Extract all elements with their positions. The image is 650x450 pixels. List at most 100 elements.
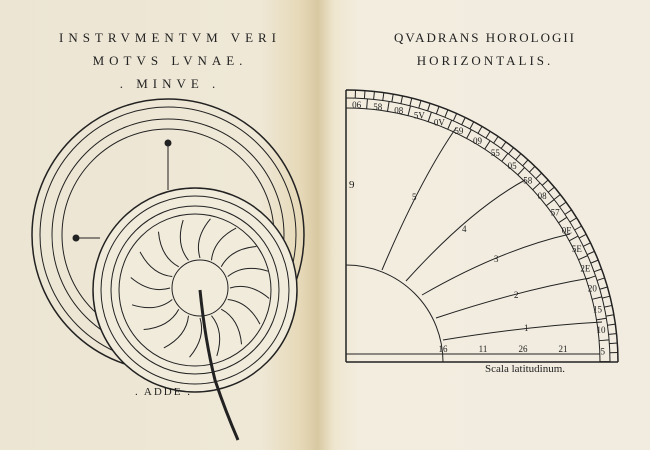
- scale-caption: Scala latitudinum.: [485, 363, 566, 375]
- sun-ray: [157, 231, 180, 268]
- arc-scale-label: 05: [508, 161, 518, 171]
- scale-divider: [386, 101, 390, 112]
- scale-tick: [418, 100, 422, 109]
- scale-tick: [596, 277, 605, 281]
- scale-divider: [545, 199, 555, 207]
- scale-tick: [493, 136, 499, 144]
- hour-curve-label: 1: [524, 323, 529, 333]
- scale-tick: [586, 250, 595, 256]
- scale-tick: [605, 314, 614, 317]
- scale-divider: [585, 275, 596, 280]
- arc-scale-label: 5E: [572, 244, 583, 254]
- hour-curve-label: 5: [412, 192, 417, 202]
- scale-tick: [500, 141, 507, 149]
- scale-tick: [583, 242, 591, 247]
- scale-tick: [522, 159, 529, 167]
- lunar-volvelle: [31, 98, 305, 441]
- scale-tick: [485, 131, 491, 139]
- scale-tick: [469, 121, 475, 130]
- sun-ray: [143, 308, 180, 331]
- sun-ray: [197, 218, 211, 259]
- arc-scale-label: 59: [454, 126, 464, 136]
- base-scale-label: 16: [439, 344, 449, 354]
- arc-scale-label: 55: [491, 148, 501, 158]
- scale-divider: [427, 112, 432, 122]
- base-scale-label: 11: [479, 344, 488, 354]
- scale-tick: [578, 233, 587, 239]
- scale-tick: [382, 92, 385, 101]
- arc-scale-label: 57: [551, 208, 561, 218]
- sun-ray: [189, 317, 203, 358]
- side-label: 9: [349, 179, 355, 191]
- scale-tick: [574, 225, 582, 231]
- right-title-2: HORIZONTALIS.: [416, 53, 554, 68]
- left-title-1: INSTRVMENTVM VERI: [58, 30, 282, 45]
- arc-scale-label: 0V: [434, 118, 446, 128]
- arc-scale-label: 20: [588, 284, 598, 294]
- arc-scale-label: 5: [601, 346, 606, 356]
- scale-divider: [558, 216, 568, 224]
- arc-scale-label: 0E: [562, 225, 573, 235]
- arc-scale-label: 15: [593, 304, 603, 314]
- scale-divider: [407, 105, 411, 116]
- sun-ray: [179, 219, 189, 261]
- scale-tick: [607, 323, 616, 326]
- hour-curve-label: 4: [462, 224, 467, 234]
- scale-divider: [578, 255, 588, 261]
- scale-tick: [373, 91, 375, 100]
- left-title-2: MOTVS LVNAE.: [92, 53, 248, 68]
- scale-tick: [435, 106, 440, 115]
- scale-tick: [604, 304, 613, 308]
- scale-tick: [535, 172, 543, 179]
- scale-divider: [596, 317, 607, 321]
- scale-tick: [564, 209, 572, 215]
- scale-tick: [590, 259, 599, 264]
- scale-tick: [391, 94, 394, 103]
- sun-ray: [163, 315, 190, 349]
- scale-divider: [366, 98, 368, 109]
- scale-divider: [447, 119, 453, 130]
- scale-divider: [592, 296, 602, 300]
- scale-tick: [547, 186, 555, 193]
- sun-ray: [210, 227, 237, 261]
- scale-divider: [501, 153, 509, 162]
- scale-tick: [602, 295, 611, 299]
- scale-tick: [553, 194, 561, 200]
- sun-ray: [220, 308, 243, 345]
- scale-tick: [593, 268, 602, 273]
- sun-ray: [227, 298, 261, 325]
- scale-tick: [477, 126, 483, 134]
- sun-ray: [220, 245, 257, 268]
- scale-tick: [515, 153, 522, 161]
- scale-divider: [484, 140, 491, 150]
- scale-divider: [466, 129, 472, 139]
- base-scale-label: 26: [519, 344, 529, 354]
- right-title-1: QVADRANS HOROLOGII: [393, 30, 576, 45]
- scale-tick: [461, 117, 466, 125]
- scale-tick: [569, 217, 577, 223]
- sun-ray: [229, 285, 270, 299]
- scale-divider: [599, 339, 610, 342]
- quadrant: [345, 89, 619, 363]
- sun-ray: [130, 277, 171, 291]
- arc-scale-label: 5V: [414, 111, 426, 121]
- scale-tick: [609, 342, 618, 345]
- sun-ray: [131, 299, 173, 309]
- arc-scale-label: 09: [473, 136, 483, 146]
- scale-tick: [400, 95, 404, 104]
- left-title-3: . MINVE .: [119, 76, 221, 91]
- scale-divider: [517, 167, 525, 176]
- arc-scale-label: 58: [373, 102, 383, 112]
- scale-tick: [599, 286, 608, 290]
- arc-scale-label: 58: [523, 175, 533, 185]
- arc-scale-label: 06: [352, 100, 362, 110]
- scale-tick: [529, 165, 536, 173]
- base-scale-label: 21: [559, 344, 568, 354]
- scale-tick: [508, 147, 514, 155]
- scale-tick: [444, 109, 449, 118]
- arc-scale-label: 10: [597, 325, 607, 335]
- arc-scale-label: 08: [394, 105, 404, 115]
- scale-tick: [452, 113, 458, 122]
